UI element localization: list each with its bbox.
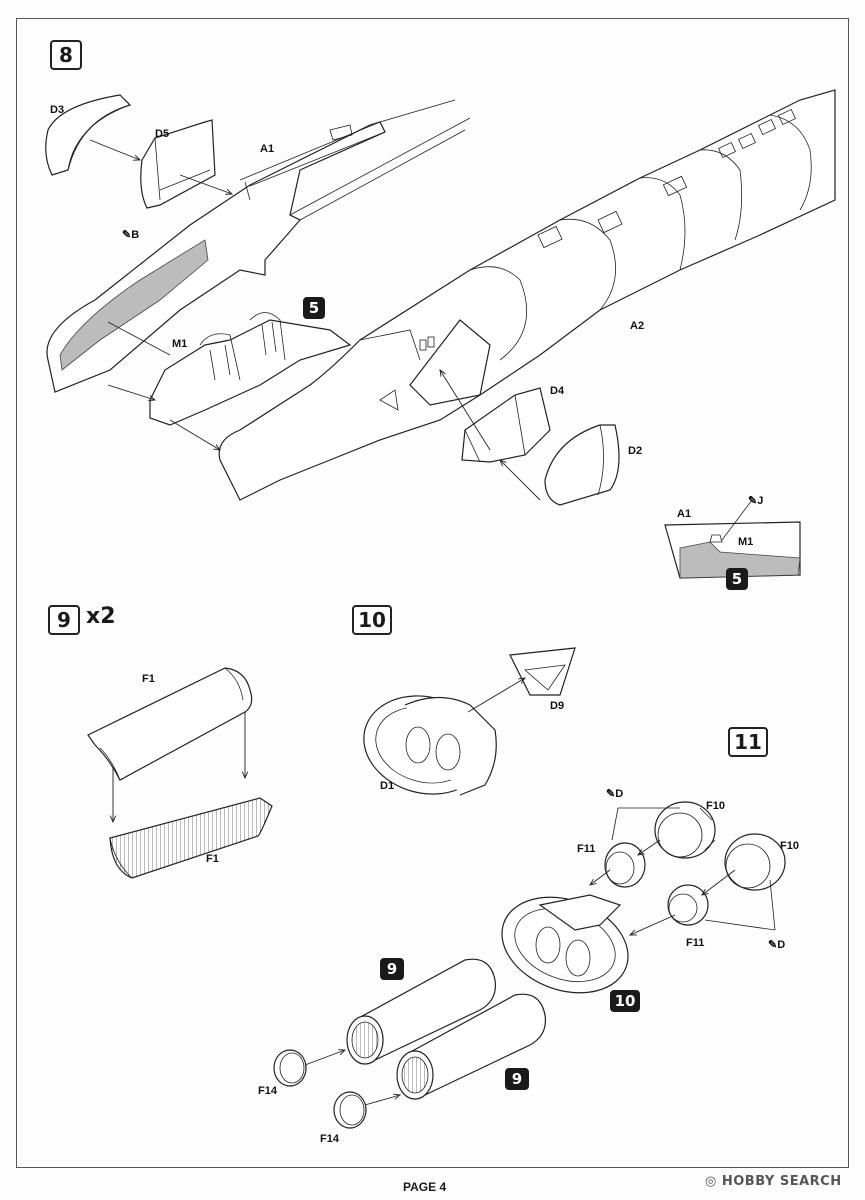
subassembly-9-badge-lower: 9 (505, 1068, 529, 1090)
cockpit-tub-subassembly (149, 312, 352, 426)
step-10-badge: 10 (352, 605, 392, 635)
label-d1: D1 (380, 780, 395, 792)
label-f11-upper: F11 (577, 843, 596, 855)
label-a1-detail: A1 (677, 508, 692, 520)
step11-f10-upper (654, 801, 716, 859)
paint-b-code: B (131, 229, 140, 241)
step9-arrows (113, 712, 245, 822)
page-border (16, 18, 849, 1168)
brush-icon: ✎ (606, 788, 616, 800)
label-d3: D3 (50, 104, 65, 116)
step11-f11-upper (604, 842, 646, 888)
label-a2: A2 (630, 320, 645, 332)
label-a1: A1 (260, 143, 275, 155)
label-f14-upper: F14 (258, 1085, 277, 1097)
label-f10-lower: F10 (780, 840, 799, 852)
logo-icon: ◎ (705, 1174, 717, 1189)
step11-f11-lower (667, 884, 709, 926)
fuselage-spine-lines (289, 99, 471, 221)
step11-f14-upper (273, 1049, 307, 1087)
label-f14-lower: F14 (320, 1133, 339, 1145)
watermark: ◎ HOBBY SEARCH (705, 1174, 842, 1189)
label-d2: D2 (628, 445, 643, 457)
watermark-text: HOBBY SEARCH (721, 1174, 842, 1189)
label-f11-lower: F11 (686, 937, 705, 949)
step11-exhaust-assembly (501, 894, 629, 994)
label-paint-d-lower: ✎D (768, 938, 785, 951)
label-f1-lower: F1 (206, 853, 219, 865)
page-footer: PAGE 4 (403, 1180, 446, 1194)
subassembly-10-badge: 10 (610, 990, 640, 1012)
label-m1: M1 (172, 338, 188, 350)
paint-d-lower-code: D (777, 939, 786, 951)
label-f10-upper: F10 (706, 800, 725, 812)
detail-inset-a1 (664, 499, 801, 579)
step10-d1-exhaust (363, 695, 497, 796)
step10-arrow (467, 678, 525, 713)
paint-j-code: J (757, 495, 764, 507)
subassembly-5-badge: 5 (303, 297, 325, 319)
label-d9: D9 (550, 700, 565, 712)
paint-d-upper-code: D (615, 788, 624, 800)
label-paint-d-upper: ✎D (606, 787, 623, 800)
part-a2-main-fuselage (218, 89, 836, 501)
step-8-badge: 8 (50, 40, 82, 70)
label-paint-b: ✎B (122, 228, 139, 241)
part-d4-intake (461, 387, 551, 463)
step11-tube-upper (346, 958, 497, 1065)
label-paint-j: ✎J (748, 494, 763, 507)
part-d5-windscreen (140, 119, 216, 209)
step9-f1-upper (87, 667, 253, 781)
label-f1-upper: F1 (142, 673, 155, 685)
brush-icon: ✎ (748, 495, 758, 507)
step10-d9-fairing (509, 647, 576, 696)
page-number: 4 (439, 1180, 447, 1194)
step11-f10-lower (724, 833, 786, 891)
subassembly-5-detail-badge: 5 (726, 568, 748, 590)
step-9-badge: 9 (48, 605, 80, 635)
step11-f14-lower (333, 1091, 367, 1129)
brush-icon: ✎ (768, 939, 778, 951)
step11-arrows (304, 807, 776, 1106)
label-d5: D5 (155, 128, 170, 140)
subassembly-9-badge-upper: 9 (380, 958, 404, 980)
label-d4: D4 (550, 385, 565, 397)
label-m1-detail: M1 (738, 536, 754, 548)
part-a1-fuselage-half (46, 121, 386, 393)
step-9-multiplier: x2 (86, 604, 116, 629)
brush-icon: ✎ (122, 229, 132, 241)
part-d3-canopy (45, 94, 132, 176)
part-d2-intake-shell (544, 424, 620, 506)
page-label: PAGE (403, 1180, 437, 1194)
step11-tube-lower (396, 993, 547, 1100)
step8-arrows (89, 139, 541, 501)
step9-f1-lower (109, 797, 273, 879)
step-11-badge: 11 (728, 727, 768, 757)
